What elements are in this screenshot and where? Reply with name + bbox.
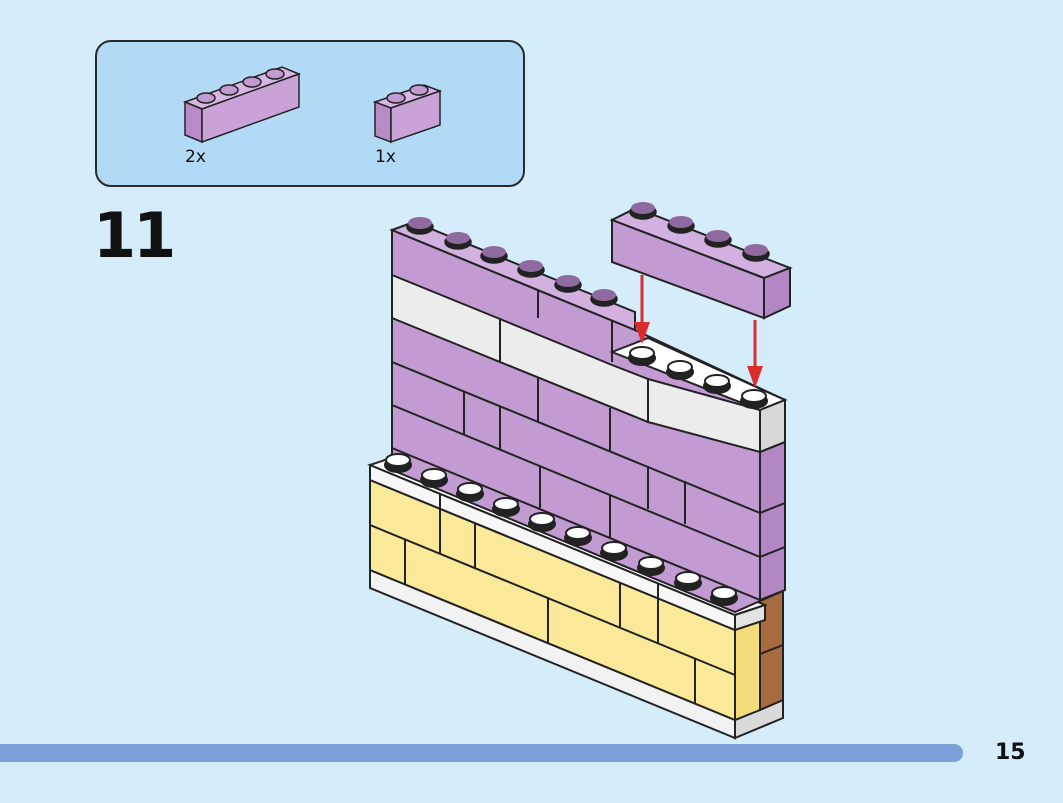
white-studs-lower <box>384 453 738 606</box>
part-quantity-1x4: 2x <box>185 147 206 167</box>
white-studs-upper <box>628 346 768 409</box>
parts-list-callout: 2x 1x <box>95 40 525 187</box>
placement-arrows <box>634 275 763 388</box>
step-number: 11 <box>93 199 176 272</box>
lavender-1x2-brick-icon <box>372 84 443 144</box>
new-lavender-1x4-brick <box>609 202 793 320</box>
yellow-wall-side <box>734 618 761 722</box>
progress-bar <box>0 744 963 762</box>
lavender-1x4-brick-icon <box>182 66 302 144</box>
part-quantity-1x2: 1x <box>375 147 396 167</box>
yellow-brick-seams <box>369 508 736 704</box>
page-number: 15 <box>995 740 1026 765</box>
